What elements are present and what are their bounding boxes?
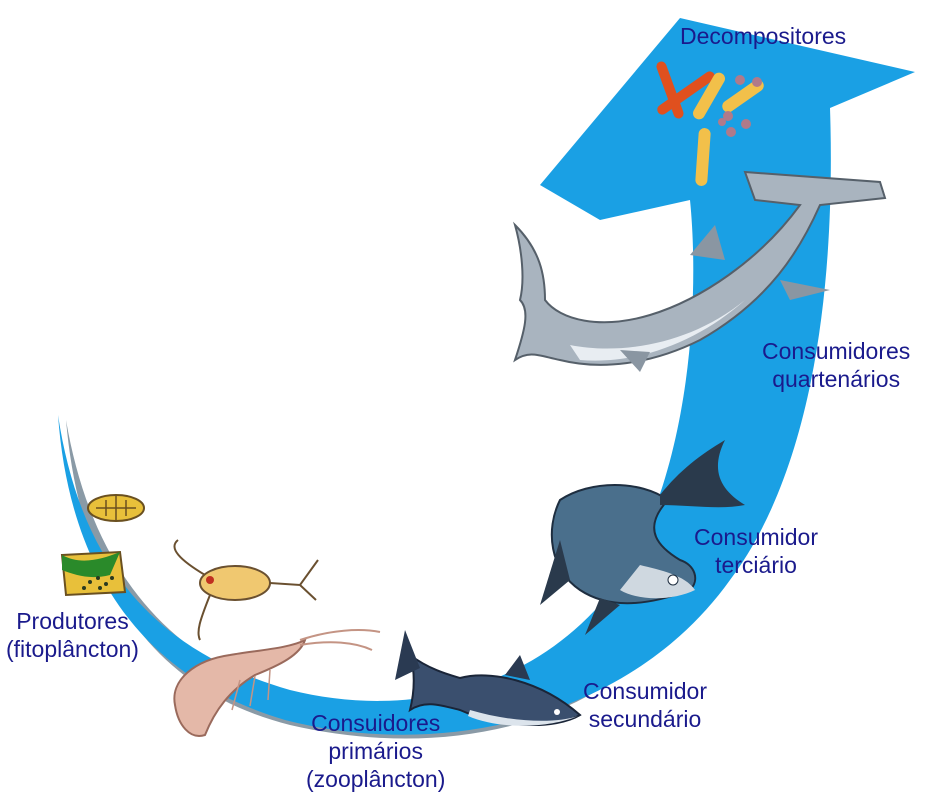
label-quartenarios-line1: Consumidores [762,337,910,365]
label-primarios-line2: primários [306,737,445,765]
label-terciario-line2: terciário [694,551,818,579]
label-secundario-line1: Consumidor [583,677,707,705]
diatom-icon [88,495,144,521]
label-decompositores-line1: Decompositores [680,22,846,50]
label-consumidor-secundario: Consumidor secundário [583,677,707,733]
phytoplankton-cell-icon [62,552,125,595]
copepod-icon [174,540,318,640]
label-produtores: Produtores (fitoplâncton) [6,607,139,663]
label-consumidor-terciario: Consumidor terciário [694,523,818,579]
label-consumidores-quartenarios: Consumidores quartenários [762,337,910,393]
label-quartenarios-line2: quartenários [762,365,910,393]
label-terciario-line1: Consumidor [694,523,818,551]
label-secundario-line2: secundário [583,705,707,733]
label-produtores-line2: (fitoplâncton) [6,635,139,663]
label-consumidores-primarios: Consuidores primários (zooplâncton) [306,709,445,793]
label-primarios-line3: (zooplâncton) [306,765,445,793]
label-produtores-line1: Produtores [6,607,139,635]
label-decompositores: Decompositores [680,22,846,50]
label-primarios-line1: Consuidores [306,709,445,737]
